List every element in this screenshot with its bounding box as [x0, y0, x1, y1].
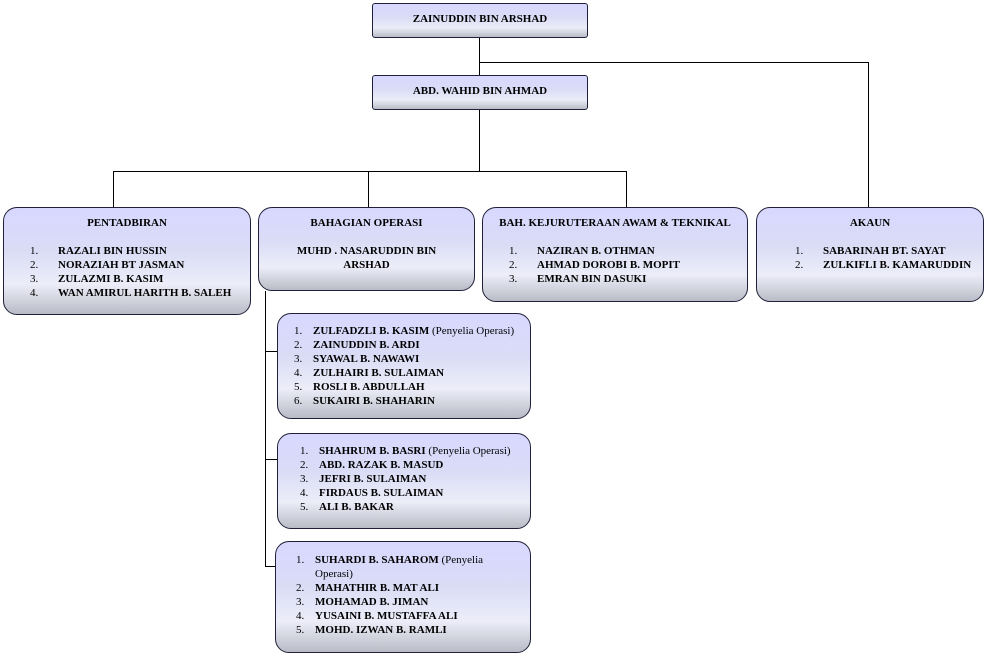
list-item: 1.SABARINAH BT. SAYAT [795, 245, 946, 257]
member-name: ABD. RAZAK B. MASUD [319, 459, 444, 471]
list-item: 4.YUSAINI B. MUSTAFFA ALI [296, 610, 458, 622]
member-name: MOHAMAD B. JIMAN [315, 596, 429, 608]
member-name: WAN AMIRUL HARITH B. SALEH [58, 287, 232, 299]
operation-team-1: 1.ZULFADZLI B. KASIM (Penyelia Operasi) … [277, 313, 531, 419]
list-item: 2.ZULKIFLI B. KAMARUDDIN [795, 259, 972, 271]
member-name: NORAZIAH BT JASMAN [58, 259, 185, 271]
member-role: (Penyelia Operasi) [431, 325, 515, 337]
list-item: 4.WAN AMIRUL HARITH B. SALEH [30, 287, 232, 299]
list-item: 4.FIRDAUS B. SULAIMAN [300, 487, 444, 499]
list-item: 4.ZULHAIRI B. SULAIMAN [294, 367, 445, 379]
member-name: RAZALI BIN HUSSIN [58, 245, 167, 257]
list-item: 5.ROSLI B. ABDULLAH [294, 381, 425, 393]
member-name: ZAINUDDIN B. ARDI [313, 339, 420, 351]
member-name: MOHD. IZWAN B. RAMLI [315, 624, 447, 636]
list-item: 1.SHAHRUM B. BASRI (Penyelia Operasi) [300, 445, 511, 457]
member-name: MAHATHIR B. MAT ALI [315, 582, 440, 594]
list-item: 1.RAZALI BIN HUSSIN [30, 245, 167, 257]
member-name: ZULKIFLI B. KAMARUDDIN [823, 259, 972, 271]
operation-team-2: 1.SHAHRUM B. BASRI (Penyelia Operasi) 2.… [277, 433, 531, 529]
member-name: EMRAN BIN DASUKI [537, 273, 647, 285]
member-name: SYAWAL B. NAWAWI [313, 353, 420, 365]
member-name: ZULFADZLI B. KASIM [313, 325, 430, 337]
dept-kejuruteraan: BAH. KEJURUTERAAN AWAM & TEKNIKAL 1.NAZI… [482, 207, 748, 302]
director-name: ZAINUDDIN BIN ARSHAD [412, 13, 548, 25]
director-box: ZAINUDDIN BIN ARSHAD [372, 3, 588, 38]
member-role: (Penyelia Operasi) [315, 554, 484, 580]
list-item: 5.MOHD. IZWAN B. RAMLI [296, 624, 447, 636]
list-item: 1.ZULFADZLI B. KASIM (Penyelia Operasi) [294, 325, 515, 337]
member-name: SUHARDI B. SAHAROM [315, 554, 439, 566]
list-item: 3.JEFRI B. SULAIMAN [300, 473, 427, 485]
list-item: 2.ABD. RAZAK B. MASUD [300, 459, 444, 471]
member-list: 1.ZULFADZLI B. KASIM (Penyelia Operasi) … [278, 324, 530, 408]
dept-operasi: BAHAGIAN OPERASI MUHD . NASARUDDIN BIN A… [258, 207, 475, 291]
member-name: ROSLI B. ABDULLAH [313, 381, 425, 393]
dept-title: BAHAGIAN OPERASI [310, 217, 423, 229]
list-item: 2.MAHATHIR B. MAT ALI [296, 582, 440, 594]
member-name: JEFRI B. SULAIMAN [319, 473, 427, 485]
list-item: 2.AHMAD DOROBI B. MOPIT [509, 259, 680, 271]
member-name: SABARINAH BT. SAYAT [823, 245, 946, 257]
list-item: 3.SYAWAL B. NAWAWI [294, 353, 420, 365]
list-item: 3.MOHAMAD B. JIMAN [296, 596, 429, 608]
member-name: NAZIRAN B. OTHMAN [537, 245, 655, 257]
member-name: AHMAD DOROBI B. MOPIT [537, 259, 680, 271]
dept-akaun: AKAUN 1.SABARINAH BT. SAYAT 2.ZULKIFLI B… [756, 207, 984, 302]
member-name: ZULAZMI B. KASIM [58, 273, 164, 285]
list-item: 5.ALI B. BAKAR [300, 501, 394, 513]
dept-title: AKAUN [849, 217, 891, 229]
member-name: FIRDAUS B. SULAIMAN [319, 487, 444, 499]
member-list: 1.SUHARDI B. SAHAROM (Penyelia Operasi) … [276, 553, 530, 637]
member-name: ZULHAIRI B. SULAIMAN [313, 367, 445, 379]
member-list: 1.SHAHRUM B. BASRI (Penyelia Operasi) 2.… [278, 444, 530, 514]
list-item: 2.NORAZIAH BT JASMAN [30, 259, 185, 271]
list-item: 1.NAZIRAN B. OTHMAN [509, 245, 655, 257]
list-item: 6.SUKAIRI B. SHAHARIN [294, 395, 435, 407]
member-list: 1.NAZIRAN B. OTHMAN 2.AHMAD DOROBI B. MO… [483, 244, 747, 286]
dept-head: MUHD . NASARUDDIN BIN ARSHAD [296, 245, 437, 271]
connector-director-akaun [479, 62, 869, 207]
dept-title: PENTADBIRAN [87, 217, 167, 229]
list-item: 3.ZULAZMI B. KASIM [30, 273, 164, 285]
member-role: (Penyelia Operasi) [428, 445, 511, 457]
dept-pentadbiran: PENTADBIRAN 1.RAZALI BIN HUSSIN 2.NORAZI… [3, 207, 251, 315]
operation-team-3: 1.SUHARDI B. SAHAROM (Penyelia Operasi) … [275, 541, 531, 653]
list-item: 1.SUHARDI B. SAHAROM (Penyelia Operasi) [296, 554, 484, 580]
member-list: 1.SABARINAH BT. SAYAT 2.ZULKIFLI B. KAMA… [757, 244, 983, 272]
member-list: 1.RAZALI BIN HUSSIN 2.NORAZIAH BT JASMAN… [4, 244, 250, 300]
list-item: 2.ZAINUDDIN B. ARDI [294, 339, 420, 351]
member-name: YUSAINI B. MUSTAFFA ALI [315, 610, 458, 622]
deputy-box: ABD. WAHID BIN AHMAD [372, 75, 588, 110]
member-name: SUKAIRI B. SHAHARIN [313, 395, 435, 407]
member-name: ALI B. BAKAR [319, 501, 394, 513]
member-name: SHAHRUM B. BASRI [319, 445, 426, 457]
dept-title: BAH. KEJURUTERAAN AWAM & TEKNIKAL [499, 217, 731, 229]
list-item: 3.EMRAN BIN DASUKI [509, 273, 647, 285]
deputy-name: ABD. WAHID BIN AHMAD [412, 85, 548, 97]
